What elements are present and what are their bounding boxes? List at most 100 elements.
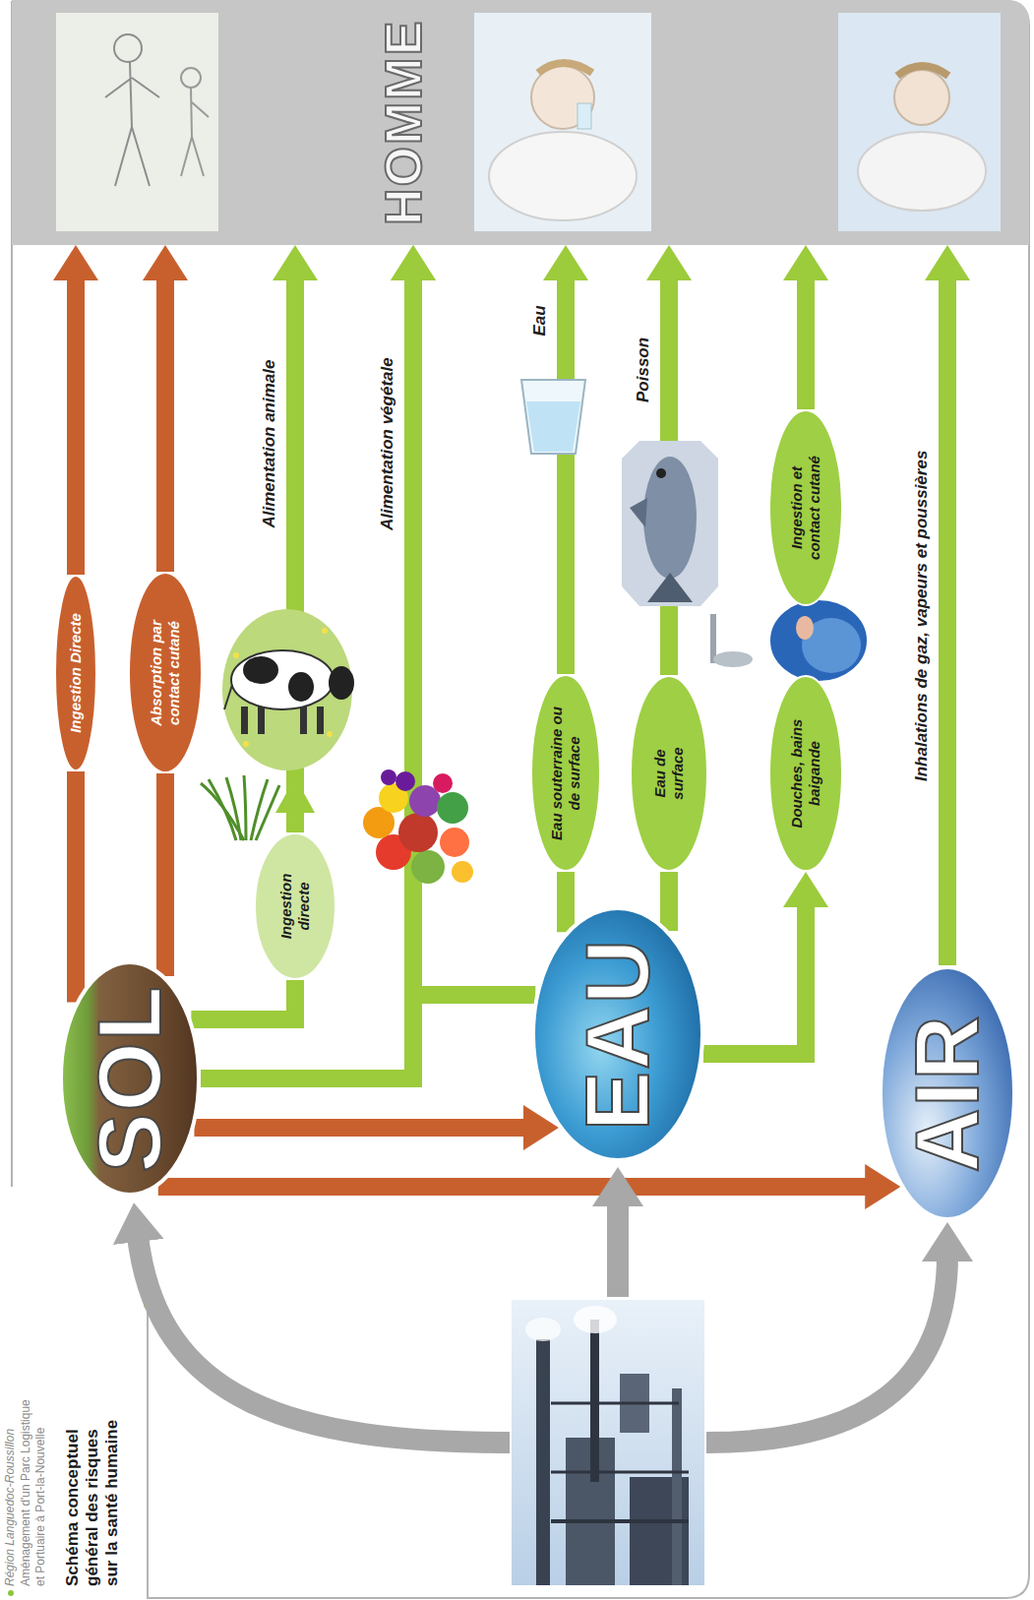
factory-picture-part bbox=[550, 1470, 689, 1474]
exposure-oval: Absorption par contact cutané bbox=[127, 572, 203, 775]
route-label: Inhalations de gaz, vapeurs et poussière… bbox=[912, 450, 932, 782]
compartment-name: AIR bbox=[903, 1014, 992, 1173]
fish-picture-part bbox=[621, 440, 719, 607]
fruit-picture-part bbox=[398, 812, 438, 852]
exposure-arrow bbox=[158, 1177, 871, 1196]
exposure-arrow bbox=[193, 1118, 529, 1137]
factory-picture-part bbox=[525, 1317, 561, 1341]
node-outline bbox=[128, 573, 202, 774]
exposure-oval: Ingestion et contact cutané bbox=[768, 409, 844, 607]
fish-picture-part bbox=[656, 468, 667, 479]
glass-picture-part bbox=[521, 379, 586, 454]
source-arrows-part bbox=[607, 1200, 629, 1297]
grass-picture-part bbox=[200, 783, 244, 841]
grass-picture bbox=[200, 775, 280, 841]
exposure-route: Ingestion directe bbox=[277, 866, 313, 946]
bath-picture bbox=[710, 599, 868, 682]
compartment-name: EAU bbox=[573, 937, 663, 1131]
fruit-picture-part bbox=[395, 771, 416, 791]
cow-picture-part bbox=[241, 706, 248, 734]
node-outline bbox=[531, 675, 601, 872]
factory-picture-part bbox=[550, 1401, 679, 1405]
cow-picture-part bbox=[288, 671, 314, 702]
exposure-arrow bbox=[156, 773, 175, 976]
exposure-oval: Ingestion Directe bbox=[54, 574, 98, 772]
factory-picture-part bbox=[511, 1299, 705, 1585]
fruit-picture-part bbox=[411, 850, 445, 884]
exposure-arrow bbox=[938, 274, 957, 966]
factory-picture-part bbox=[671, 1388, 682, 1585]
label-slot: Alimentation végétale bbox=[377, 357, 398, 531]
node-outline bbox=[630, 675, 708, 871]
fish-picture-part bbox=[643, 456, 697, 579]
glass-picture-part bbox=[526, 401, 581, 452]
human-band: HOMME bbox=[11, 0, 1030, 245]
fruit-picture-part bbox=[380, 769, 397, 786]
label-slot: Eau bbox=[530, 304, 550, 336]
fruit-picture bbox=[363, 769, 474, 884]
glass-picture bbox=[521, 379, 586, 454]
factory-picture-part bbox=[573, 1305, 617, 1334]
bath-picture-part bbox=[795, 615, 814, 640]
cow-picture-part bbox=[321, 627, 328, 634]
exposure-arrow bbox=[200, 274, 414, 1079]
source-arrows bbox=[137, 1200, 948, 1443]
node-outline bbox=[254, 833, 336, 979]
node-outline bbox=[769, 410, 843, 606]
cow-picture-part bbox=[300, 706, 307, 734]
feed-arrowhead bbox=[275, 777, 315, 813]
exposure-route: Ingestion Directe bbox=[66, 612, 85, 733]
cow-picture-part bbox=[243, 656, 279, 684]
cow-picture-part bbox=[231, 650, 334, 710]
label-slot: Inhalations de gaz, vapeurs et poussière… bbox=[912, 450, 932, 782]
bath-picture-part bbox=[769, 599, 868, 682]
exposure-arrow bbox=[703, 901, 806, 1054]
exposure-arrow bbox=[190, 979, 296, 1020]
exposure-oval: Ingestion directe bbox=[253, 832, 337, 980]
organisation-note: Région Languedoc-Roussillon bbox=[2, 1428, 19, 1586]
fish-picture bbox=[621, 440, 719, 607]
node-outline bbox=[769, 675, 843, 871]
water-compartment: EAU bbox=[531, 906, 705, 1162]
exposure-arrow bbox=[413, 274, 536, 995]
exposure-arrow bbox=[66, 771, 85, 1003]
fruit-picture-part bbox=[436, 791, 469, 824]
exposure-arrow bbox=[660, 871, 678, 931]
exposure-oval: Eau de surface bbox=[629, 674, 709, 872]
exposure-route: Absorption par contact cutané bbox=[147, 611, 183, 735]
cow-picture bbox=[222, 608, 355, 771]
route-label: Alimentation végétale bbox=[377, 357, 398, 531]
exposure-arrow bbox=[796, 274, 815, 410]
exposure-arrow bbox=[66, 274, 85, 575]
grass-picture-part bbox=[208, 779, 237, 841]
node-outline bbox=[880, 967, 1015, 1219]
fish-picture-part bbox=[647, 572, 693, 603]
label-slot: Alimentation animale bbox=[259, 360, 280, 529]
compartment-name: SOL bbox=[85, 984, 175, 1173]
diagram-title: Schéma conceptuel général des risques su… bbox=[62, 1403, 122, 1586]
route-label: Eau bbox=[530, 304, 550, 336]
factory-picture-part bbox=[536, 1338, 550, 1585]
exposure-oval: Eau souterraine ou de surface bbox=[530, 674, 602, 873]
factory-picture bbox=[511, 1299, 705, 1585]
cow-picture-part bbox=[224, 684, 233, 710]
cow-picture-part bbox=[243, 740, 249, 747]
exposure-oval: Douches, bains baigande bbox=[768, 674, 844, 872]
node-outline bbox=[55, 575, 97, 771]
exposure-route: Douches, bains baigande bbox=[788, 712, 824, 836]
factory-picture-part bbox=[590, 1319, 600, 1482]
exposure-route: Eau de surface bbox=[651, 738, 687, 808]
node-outline bbox=[60, 962, 199, 1195]
exposure-arrow bbox=[556, 871, 575, 932]
cow-picture-part bbox=[233, 652, 240, 659]
route-label: Alimentation animale bbox=[259, 360, 280, 529]
people-pictures bbox=[11, 1, 1030, 245]
soil-compartment: SOL bbox=[59, 960, 201, 1197]
bullet-dot bbox=[7, 1589, 14, 1596]
fruit-picture-part bbox=[451, 860, 474, 883]
air-compartment: AIR bbox=[878, 965, 1017, 1221]
source-arrows-part bbox=[706, 1255, 948, 1443]
node-outline bbox=[533, 908, 703, 1160]
title-block: Région Languedoc-RoussillonAménagement d… bbox=[2, 1389, 122, 1586]
